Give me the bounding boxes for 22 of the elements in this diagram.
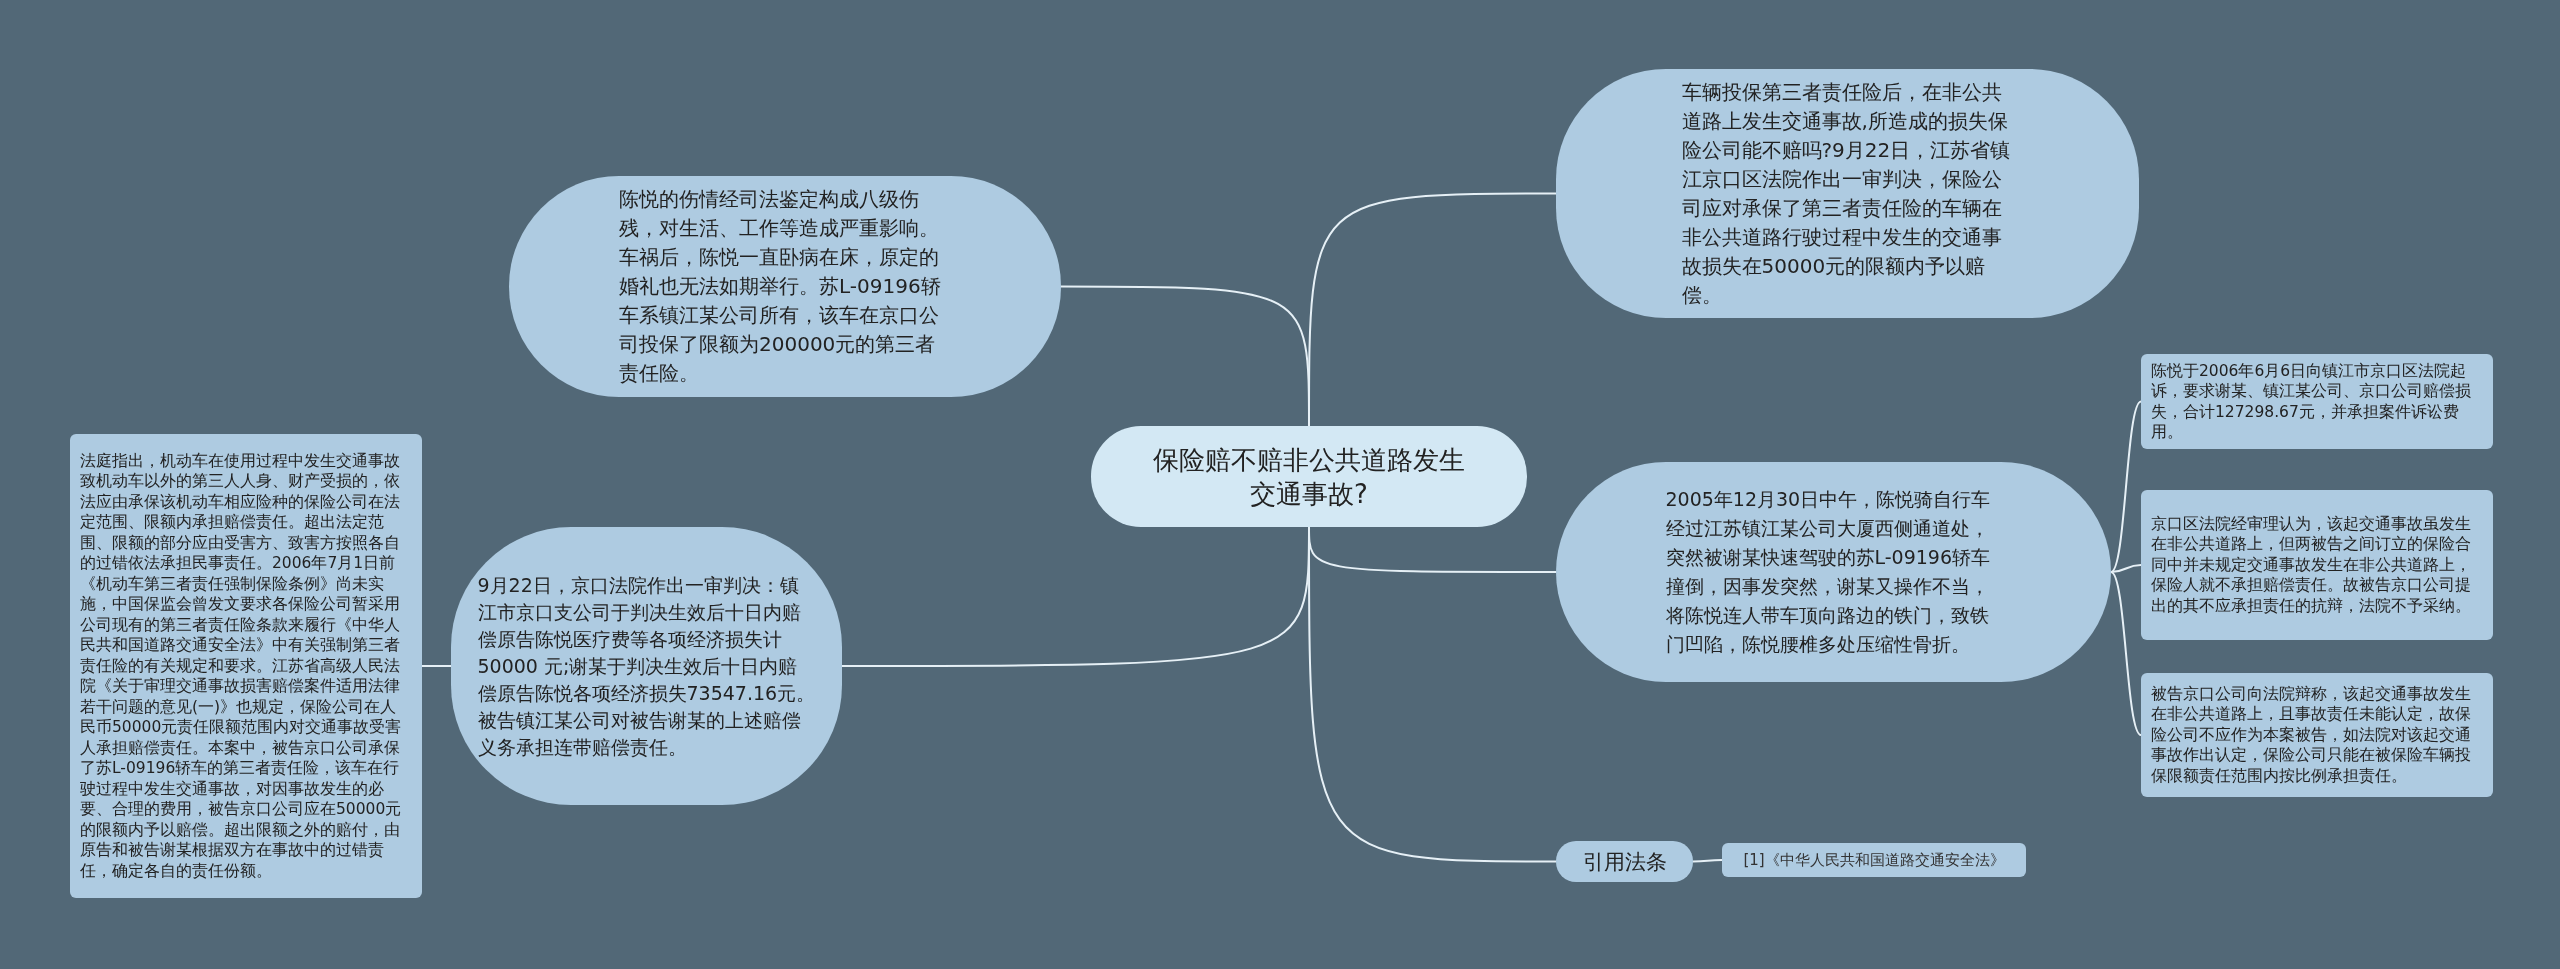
reference-card <box>1722 843 2026 877</box>
note-card <box>2141 673 2493 797</box>
connector-line <box>2110 400 2142 573</box>
node-text: 被告京口公司向法院辩称，该起交通事故发生在非公共道路上，且事故责任未能认定，故保险公司不应作为本案被告，如法院对该起交通事故作出认定，保险公司只能在被保险车辆投保限额责任范围内按比例承担责任。 <box>2151 683 2472 787</box>
node-text: 陈悦的伤情经司法鉴定构成八级伤残，对生活、工作等造成严重影响。车祸后，陈悦一直卧病在床，原定的婚礼也无法如期举行。苏L-09196轿车系镇江某公司所有，该车在京口公司投保了限额为200000元的第三者责任险。 <box>619 186 942 387</box>
node-text: 陈悦于2006年6月6日向镇江市京口区法院起诉，要求谢某、镇江某公司、京口公司赔偿损失，合计127298.67元，并承担案件诉讼费用。 <box>2151 360 2472 443</box>
note-card <box>2141 490 2493 640</box>
node-text: 9月22日，京口法院作出一审判决：镇江市京口支公司于判决生效后十日内赔偿原告陈悦医疗费等各项经济损失计50000 元;谢某于判决生效后十日内赔偿原告陈悦各项经济损失73547.16元。被告镇江某公司对被告谢某的上述赔偿义务承担连带赔偿责任。 <box>477 572 816 760</box>
connector-line <box>2110 564 2142 573</box>
note-card <box>2141 354 2493 449</box>
node-text: 车辆投保第三者责任险后，在非公共道路上发生交通事故,所造成的损失保险公司能不赔吗?9月22日，江苏省镇江京口区法院作出一审判决，保险公司应对承保了第三者责任险的车辆在非公共道路行驶过程中发生的交通事故损失在50000元的限额内予以赔偿。 <box>1681 78 2012 309</box>
node-text: 引用法条 <box>1582 848 1667 876</box>
connector-line <box>421 665 452 667</box>
connector-line <box>2110 571 2142 736</box>
node-text: 法庭指出，机动车在使用过程中发生交通事故致机动车以外的第三人人身、财产受损的，依法应由承保该机动车相应险种的保险公司在法定范围、限额内承担赔偿责任。超出法定范围、限额的部分应由受害方、致害方按照各自的过错依法承担民事责任。2006年7月1日前《机动车第三者责任强制保险条例》尚未实施，中国保监会曾发文要求各保险公司暂采用公司现有的第三者责任险条款来履行《中华人民共和国道路交通安全法》中有关强制第三者责任险的有关规定和要求。江苏省高级人民法院《关于审理交通事故损害赔偿案件适用法律若干问题的意见(一)》也规定，保险公司在人民币50000元责任限额范围内对交通事故受害人承担赔偿责任。本案中，被告京口公司承保了苏L-09196轿车的第三者责任险，该车在行驶过程中发生交通事故，对因事故发生的必要、合理的费用，被告京口公司应在50000元的限额内予以赔偿。超出限额之外的赔付，由原告和被告谢某根据双方在事故中的过错责任，确定各自的责任份额。 <box>80 450 403 882</box>
node-text: 2005年12月30日中午，陈悦骑自行车经过江苏镇江某公司大厦西侧通道处，突然被谢某快速驾驶的苏L-09196轿车撞倒，因事发突然，谢某又操作不当，将陈悦连人带车顶向路边的铁门，致铁门凹陷，陈悦腰椎多处压缩性骨折。 <box>1665 487 1992 657</box>
connector-line <box>1060 285 1310 427</box>
node-text: [1]《中华人民共和国道路交通安全法》 <box>1743 850 2005 870</box>
node-text: 京口区法院经审理认为，该起交通事故虽发生在非公共道路上，但两被告之间订立的保险合同中并未规定交通事故发生在非公共道路上，保险人就不承担赔偿责任。故被告京口公司提出的其不应承担责任的抗辩，法院不予采纳。 <box>2151 513 2472 617</box>
topic-pill <box>1556 841 1693 882</box>
node-text: 保险赔不赔非公共道路发生交通事故? <box>1152 443 1466 511</box>
connector-line <box>1692 859 1723 863</box>
